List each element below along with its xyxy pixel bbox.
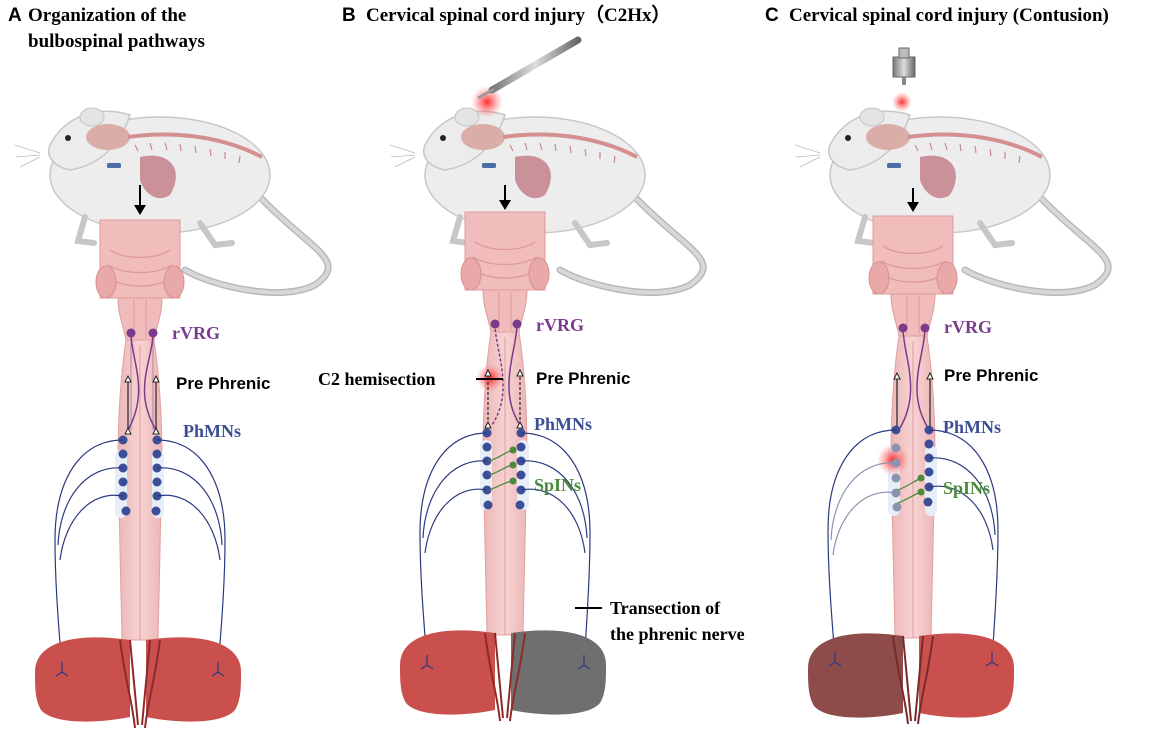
injury-glow: [471, 86, 503, 118]
panel-a-phmns-label: PhMNs: [183, 421, 241, 441]
panel-b-c2-hemisection-label: C2 hemisection: [318, 369, 435, 389]
arrow-down-icon: [134, 185, 146, 215]
panel-b-phmns-label: PhMNs: [534, 414, 592, 434]
brainstem-icon: [95, 219, 185, 341]
arrow-down-icon: [499, 185, 511, 210]
scalpel-icon: [477, 36, 582, 100]
pre-phrenic-neurons: [484, 368, 524, 429]
panel-b-transection-label-line1: Transection of: [610, 598, 721, 618]
diaphragm-icon: [400, 630, 606, 722]
spinal-cord-icon: [115, 339, 164, 641]
phrenic-nerves: [419, 432, 591, 664]
injured-phmn-neurons: [891, 443, 902, 512]
diaphragm-icon: [808, 633, 1014, 725]
panel-a-pre-phrenic-label: Pre Phrenic: [176, 374, 271, 393]
brainstem-icon: [460, 211, 550, 333]
phrenic-nerves: [827, 429, 999, 661]
phmn-neurons: [482, 428, 526, 510]
panel-a-title-line1: Organization of the: [28, 5, 186, 26]
injury-glow: [892, 92, 912, 112]
rvrg-neurons: [898, 323, 930, 429]
panel-b-rvrg-label: rVRG: [536, 315, 584, 335]
panel-c-pre-phrenic-label: Pre Phrenic: [944, 366, 1039, 385]
panel-c-letter: C: [765, 5, 779, 26]
panel-c-phmns-label: PhMNs: [943, 417, 1001, 437]
panel-a-letter: A: [8, 5, 22, 26]
panel-b-transection-label-line2: the phrenic nerve: [610, 624, 745, 644]
panel-a-title-line2: bulbospinal pathways: [28, 31, 205, 52]
phrenic-nerves: [54, 439, 226, 671]
impactor-icon: [892, 47, 916, 85]
diaphragm-icon: [35, 637, 241, 729]
panel-c-spins-label: SpINs: [943, 478, 990, 498]
panel-b-letter: B: [342, 5, 356, 26]
panel-c-title: Cervical spinal cord injury (Contusion): [789, 5, 1109, 26]
panel-b-pre-phrenic-label: Pre Phrenic: [536, 369, 631, 388]
arrow-down-icon: [907, 188, 919, 212]
pre-phrenic-neurons: [124, 374, 160, 435]
phmn-neurons: [891, 425, 934, 507]
pre-phrenic-neurons: [893, 371, 934, 428]
panel-b-spins-label: SpINs: [534, 475, 581, 495]
spin-neurons: [488, 446, 517, 491]
rvrg-neurons: [490, 319, 522, 426]
panel-b-title: Cervical spinal cord injury（C2Hx）: [366, 3, 671, 26]
panel-c-rvrg-label: rVRG: [944, 317, 992, 337]
spin-neurons: [897, 474, 925, 504]
panel-a-rvrg-label: rVRG: [172, 323, 220, 343]
